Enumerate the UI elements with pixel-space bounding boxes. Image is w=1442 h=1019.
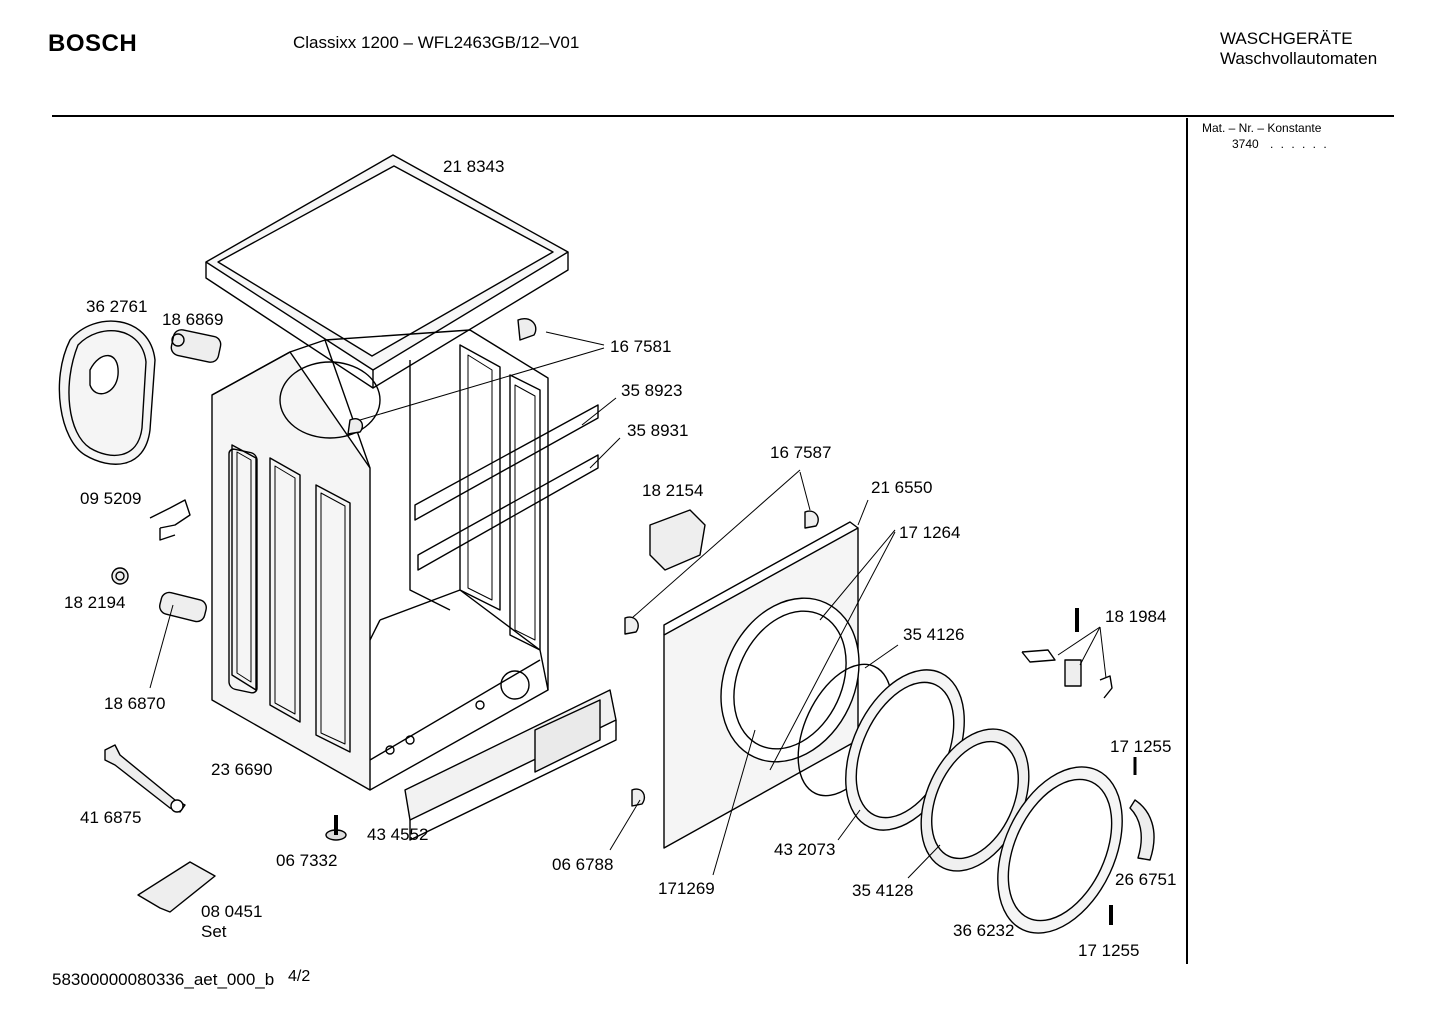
foot-drawing bbox=[325, 815, 347, 841]
door-lock-drawing bbox=[649, 509, 706, 571]
part-label: 43 4552 bbox=[367, 825, 429, 844]
part-label: 21 8343 bbox=[443, 157, 505, 176]
part-label: 17 1264 bbox=[899, 523, 961, 542]
mat-nr-value: 3740 bbox=[1232, 137, 1259, 151]
bracket-drawing bbox=[149, 499, 191, 541]
part-label: Set bbox=[201, 922, 227, 941]
pump-drawing bbox=[170, 329, 222, 363]
top-cover-drawing bbox=[205, 154, 569, 389]
header-divider bbox=[52, 115, 1394, 117]
part-label: 18 1984 bbox=[1105, 607, 1167, 626]
filter-drawing bbox=[159, 591, 207, 623]
latch-drawing bbox=[1021, 649, 1113, 699]
part-label: 16 7581 bbox=[610, 337, 672, 356]
part-label: 36 2761 bbox=[86, 297, 148, 316]
part-label: 18 6870 bbox=[104, 694, 166, 713]
part-label: 35 8923 bbox=[621, 381, 683, 400]
part-label: 43 2073 bbox=[774, 840, 836, 859]
part-label: 35 4126 bbox=[903, 625, 965, 644]
part-label: 06 7332 bbox=[276, 851, 338, 870]
part-label: 35 8931 bbox=[627, 421, 689, 440]
hinge-drawing bbox=[1129, 799, 1155, 861]
part-label: 06 6788 bbox=[552, 855, 614, 874]
part-label: 41 6875 bbox=[80, 808, 142, 827]
leader-lines bbox=[149, 331, 1107, 879]
door-ring-drawing bbox=[997, 766, 1123, 934]
clip-drawing bbox=[347, 318, 819, 807]
part-label: 23 6690 bbox=[211, 760, 273, 779]
part-label: 18 6869 bbox=[162, 310, 224, 329]
part-label: 18 2194 bbox=[64, 593, 126, 612]
part-label: 18 2154 bbox=[642, 481, 704, 500]
cabinet-drawing bbox=[211, 329, 549, 791]
part-label: 08 0451 bbox=[201, 902, 263, 921]
part-label: 21 6550 bbox=[871, 478, 933, 497]
cap-drawing bbox=[111, 567, 129, 585]
part-label: 171269 bbox=[658, 879, 715, 898]
rear-panel-drawing bbox=[58, 320, 156, 465]
category-title: WASCHGERÄTE bbox=[1220, 29, 1353, 48]
page-number: 4/2 bbox=[288, 968, 311, 985]
model-title: Classixx 1200 – WFL2463GB/12–V01 bbox=[293, 33, 580, 52]
part-label: 16 7587 bbox=[770, 443, 832, 462]
door-glass-drawing bbox=[920, 728, 1030, 872]
part-label: 17 1255 bbox=[1078, 941, 1140, 960]
transport-bracket-drawing bbox=[137, 861, 216, 913]
mat-nr-label: Mat. – Nr. – Konstante bbox=[1202, 121, 1322, 135]
wrench-drawing bbox=[104, 744, 186, 813]
brand-logo: BOSCH bbox=[48, 30, 138, 57]
rails-drawing bbox=[414, 404, 599, 571]
exploded-parts-diagram bbox=[58, 154, 1155, 934]
side-panel-divider bbox=[1186, 118, 1188, 964]
front-panel-drawing bbox=[663, 521, 860, 849]
part-label: 36 6232 bbox=[953, 921, 1015, 940]
plinth-drawing bbox=[404, 689, 617, 841]
mat-nr-dots: . . . . . . bbox=[1270, 137, 1329, 151]
category-subtitle: Waschvollautomaten bbox=[1220, 49, 1378, 68]
part-label: 09 5209 bbox=[80, 489, 142, 508]
part-label: 35 4128 bbox=[852, 881, 914, 900]
part-label: 26 6751 bbox=[1115, 870, 1177, 889]
document-code: 58300000080336_aet_000_b bbox=[52, 970, 275, 989]
pin-drawing bbox=[1075, 608, 1137, 925]
part-label: 17 1255 bbox=[1110, 737, 1172, 756]
